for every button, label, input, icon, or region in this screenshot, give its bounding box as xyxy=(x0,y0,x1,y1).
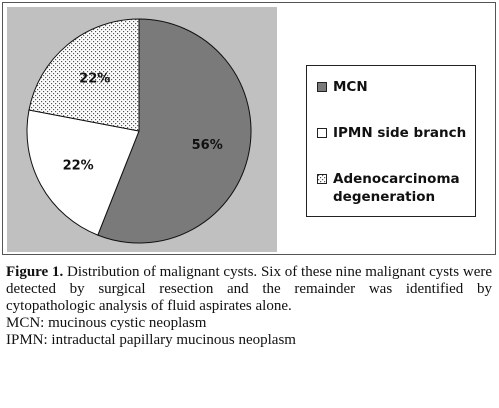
pie-data-label-mcn: 56% xyxy=(192,138,223,153)
abbreviation-ipmn: IPMN: intraductal papillary mucinous neo… xyxy=(6,332,296,348)
pie-slice-mcn xyxy=(97,18,252,244)
figure-caption: Figure 1. Distribution of malignant cyst… xyxy=(6,264,492,349)
legend-label-mcn: MCN xyxy=(333,79,368,95)
caption-main: Figure 1. Distribution of malignant cyst… xyxy=(6,264,492,315)
pie-slice-adenocarcinoma-degeneration xyxy=(28,18,140,132)
legend-swatch-mcn xyxy=(317,82,327,92)
legend-label-adenocarcinoma: Adenocarcinoma degeneration xyxy=(333,171,460,205)
legend-swatch-ipmn xyxy=(317,128,327,138)
legend-item-adenocarcinoma: Adenocarcinoma degeneration xyxy=(317,170,473,206)
pie-slice-ipmn-side-branch xyxy=(26,109,140,236)
legend-label-ipmn: IPMN side branch xyxy=(333,125,467,141)
figure-label: Figure 1. xyxy=(6,264,64,280)
abbreviation-mcn: MCN: mucinous cystic neoplasm xyxy=(6,315,207,331)
legend-item-ipmn: IPMN side branch xyxy=(317,124,473,142)
pie-data-label-ipmn-side-branch: 22% xyxy=(63,158,94,173)
pie-data-label-adenocarcinoma-degeneration: 22% xyxy=(79,71,110,86)
legend-swatch-adenocarcinoma xyxy=(317,174,327,184)
legend: MCN IPMN side branch Adenocarcinoma dege… xyxy=(306,65,476,217)
pie-chart: 56% 22% 22% xyxy=(26,18,252,244)
caption-text: Distribution of malignant cysts. Six of … xyxy=(6,264,492,314)
figure-panel: 56% 22% 22% MCN IPMN side branch Adenocarc… xyxy=(2,2,496,255)
legend-item-mcn: MCN xyxy=(317,78,473,96)
pie-plot-area: 56% 22% 22% xyxy=(7,7,277,252)
